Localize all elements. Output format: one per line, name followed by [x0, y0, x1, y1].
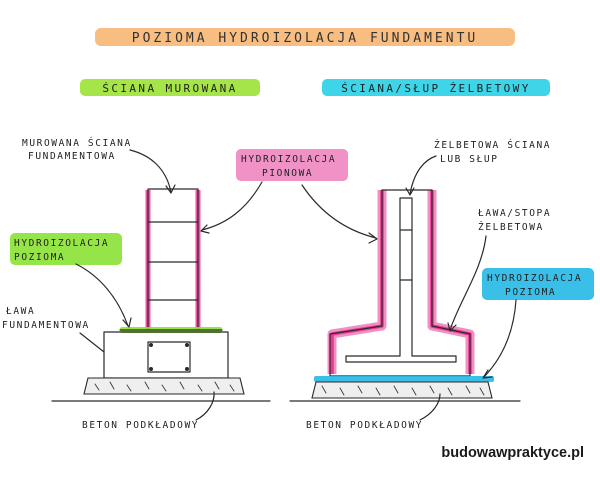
- brand-watermark: budowawpraktyce.pl: [441, 445, 584, 461]
- hydro-pionowa-highlight: [236, 149, 348, 181]
- murowana-arrow: [129, 149, 172, 193]
- hydro-pozioma-left-2: POZIOMA: [14, 252, 65, 263]
- left-vertical-waterproofing: [145, 190, 201, 330]
- footing-reinforcement: [147, 341, 191, 373]
- lawa-label-1: ŁAWA: [5, 306, 35, 317]
- right-horizontal-waterproofing: [314, 376, 494, 382]
- hydro-pozioma-left-arrow: [75, 263, 129, 327]
- right-vertical-waterproofing: [327, 190, 475, 374]
- beton-right-arrow: [419, 393, 441, 421]
- left-heading-highlight: [80, 79, 260, 96]
- rc-reinforcement: [345, 197, 457, 363]
- lawa-label-2: FUNDAMENTOWA: [2, 320, 90, 331]
- title-highlight: [95, 28, 515, 46]
- lawa-stopa-arrow: [449, 235, 487, 331]
- hydro-pionowa-arrow-left: [201, 181, 263, 231]
- beton-left-label: BETON PODKŁADOWY: [82, 420, 199, 431]
- zelbetowa-label-1: ŻELBETOWA ŚCIANA: [434, 139, 551, 151]
- hydro-pozioma-left-1: HYDROIZOLACJA: [14, 238, 109, 249]
- hydro-pionowa-2: PIONOWA: [262, 168, 313, 179]
- left-lean-concrete: [83, 377, 245, 395]
- lawa-stopa-label-1: ŁAWA/STOPA: [477, 208, 551, 219]
- lawa-arrow: [79, 332, 105, 353]
- hydro-pozioma-right-highlight: [482, 268, 594, 300]
- strip-footing: [103, 331, 229, 379]
- murowana-label-1: MUROWANA ŚCIANA: [22, 137, 132, 149]
- masonry-wall: [147, 188, 199, 331]
- right-heading-highlight: [322, 79, 550, 96]
- beton-right-label: BETON PODKŁADOWY: [306, 420, 423, 431]
- right-lean-concrete: [311, 381, 493, 399]
- rebar-dots: [149, 343, 189, 371]
- brick-joints: [147, 221, 199, 301]
- murowana-label-2: FUNDAMENTOWA: [28, 151, 116, 162]
- hydro-pozioma-right-1: HYDROIZOLACJA: [487, 273, 582, 284]
- right-heading: ŚCIANA/SŁUP ŻELBETOWY: [341, 82, 530, 95]
- beton-left-arrow: [195, 391, 215, 421]
- hydro-pozioma-right-arrow: [483, 299, 517, 378]
- hydro-pozioma-right-2: POZIOMA: [505, 287, 556, 298]
- lawa-stopa-label-2: ŻELBETOWA: [478, 222, 544, 233]
- right-lean-concrete-hatch: [321, 385, 485, 396]
- hydro-pozioma-left-highlight: [10, 233, 122, 265]
- zelbetowa-label-2: LUB SŁUP: [440, 154, 499, 165]
- diagram-title: POZIOMA HYDROIZOLACJA FUNDAMENTU: [132, 31, 478, 46]
- zelbetowa-arrow: [409, 155, 437, 195]
- left-lean-concrete-hatch: [94, 381, 235, 392]
- left-heading: ŚCIANA MUROWANA: [102, 82, 237, 95]
- hydro-pionowa-arrow-right: [301, 184, 377, 239]
- hydro-pionowa-1: HYDROIZOLACJA: [241, 154, 336, 165]
